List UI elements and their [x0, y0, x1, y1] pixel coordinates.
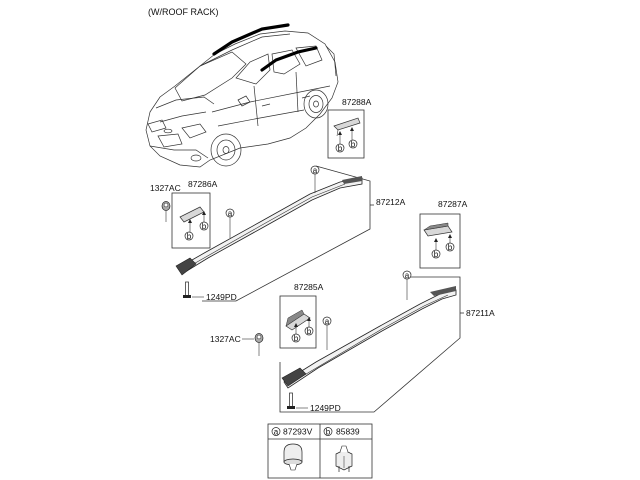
roof-rack-87211A-group: 87211A a a 1249PD [279, 270, 495, 413]
clip-85839-drawing [335, 445, 353, 472]
legend-table: a 87293V b 85839 [267, 423, 373, 479]
svg-text:b: b [351, 140, 356, 149]
label-1249PD-bottom: 1249PD [310, 403, 341, 413]
svg-text:b: b [338, 144, 343, 153]
roof-rack-87212A-group: 87212A a a 1249PD [175, 165, 406, 302]
label-1327AC-top: 1327AC [150, 183, 181, 193]
svg-text:a: a [228, 209, 233, 218]
car-illustration [145, 23, 339, 168]
label-87211A: 87211A [466, 308, 495, 318]
svg-text:a: a [325, 317, 330, 326]
label-87286A: 87286A [188, 179, 218, 189]
svg-text:b: b [202, 222, 207, 231]
roof-rack-note: (W/ROOF RACK) [148, 7, 219, 17]
label-87285A: 87285A [294, 282, 324, 292]
svg-text:b: b [187, 232, 192, 241]
label-87287A: 87287A [438, 199, 468, 209]
svg-text:b: b [434, 250, 439, 259]
part-87287A-group: 87287A b b [419, 199, 468, 269]
svg-text:a: a [405, 271, 410, 280]
clip-87293V-drawing [283, 443, 303, 471]
part-87286A-group: 87286A b b 1327AC [150, 179, 218, 249]
label-87212A: 87212A [376, 197, 406, 207]
svg-text:a: a [313, 166, 318, 175]
legend-a-part: 87293V [283, 427, 313, 437]
label-87288A: 87288A [342, 97, 372, 107]
legend-a-callout: a [274, 427, 279, 436]
svg-text:b: b [294, 334, 299, 343]
legend-b-part: 85839 [336, 427, 360, 437]
label-1327AC-bottom: 1327AC [210, 334, 241, 344]
part-87285A-group: 87285A b b 1327AC [210, 282, 324, 356]
label-1249PD-top: 1249PD [206, 292, 237, 302]
legend-b-callout: b [326, 427, 331, 436]
svg-text:b: b [448, 243, 453, 252]
svg-text:b: b [307, 327, 312, 336]
part-87288A-group: 87288A b b [327, 97, 372, 159]
